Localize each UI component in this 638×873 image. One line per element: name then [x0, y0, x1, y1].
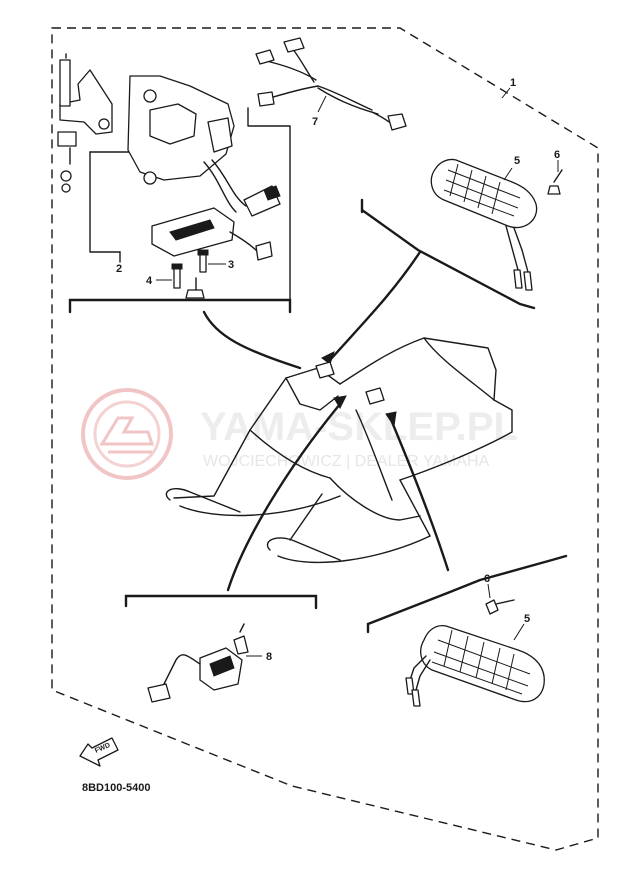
- callout-4: 4: [146, 275, 153, 287]
- rivet-lower: [485, 599, 515, 615]
- grip-lower: [405, 624, 545, 707]
- watermark-subtitle: WOJCIECHOWICZ | DEALER YAMAHA: [203, 453, 490, 470]
- screw-3: [197, 249, 209, 273]
- pointer-lines: [202, 250, 450, 592]
- detail-frame-right-grip: [360, 198, 536, 310]
- throttle-lever-bracket: [57, 53, 113, 193]
- leader-6-lower: [487, 583, 491, 599]
- leader-1: [501, 87, 511, 99]
- nut: [185, 277, 205, 299]
- switch-housing: [127, 75, 281, 217]
- kit-outline: [51, 27, 599, 851]
- leader-5-upper: [503, 167, 513, 181]
- callout-6-lower: 6: [484, 573, 490, 585]
- callout-6-upper: 6: [554, 149, 560, 161]
- detail-frame-kill-switch: [124, 594, 318, 610]
- callout-5-lower: 5: [524, 613, 530, 625]
- forward-arrow-icon: FWD: [79, 737, 119, 767]
- detail-frame-switch-assembly: [68, 97, 292, 314]
- switch-block: [151, 207, 273, 261]
- grip-upper: [430, 158, 538, 291]
- wire-harness: [255, 37, 407, 131]
- part-code: 8BD100-5400: [82, 782, 151, 794]
- leader-5-lower: [513, 623, 525, 641]
- watermark-logo-icon: [81, 388, 173, 480]
- watermark: YAMA-SKLEP.PL WOJCIECHOWICZ | DEALER YAM…: [81, 388, 518, 480]
- watermark-brand: YAMA-SKLEP.PL: [200, 405, 518, 449]
- callout-2: 2: [116, 263, 122, 275]
- snowmobile: [165, 337, 513, 564]
- callout-1: 1: [510, 77, 516, 89]
- callout-8: 8: [266, 651, 272, 663]
- callout-5-upper: 5: [514, 155, 520, 167]
- kill-switch: [147, 623, 249, 703]
- screw-4: [171, 263, 183, 289]
- rivet-upper: [547, 169, 563, 195]
- detail-frame-left-grip: [366, 554, 568, 634]
- callout-7: 7: [312, 116, 318, 128]
- callout-3: 3: [228, 259, 234, 271]
